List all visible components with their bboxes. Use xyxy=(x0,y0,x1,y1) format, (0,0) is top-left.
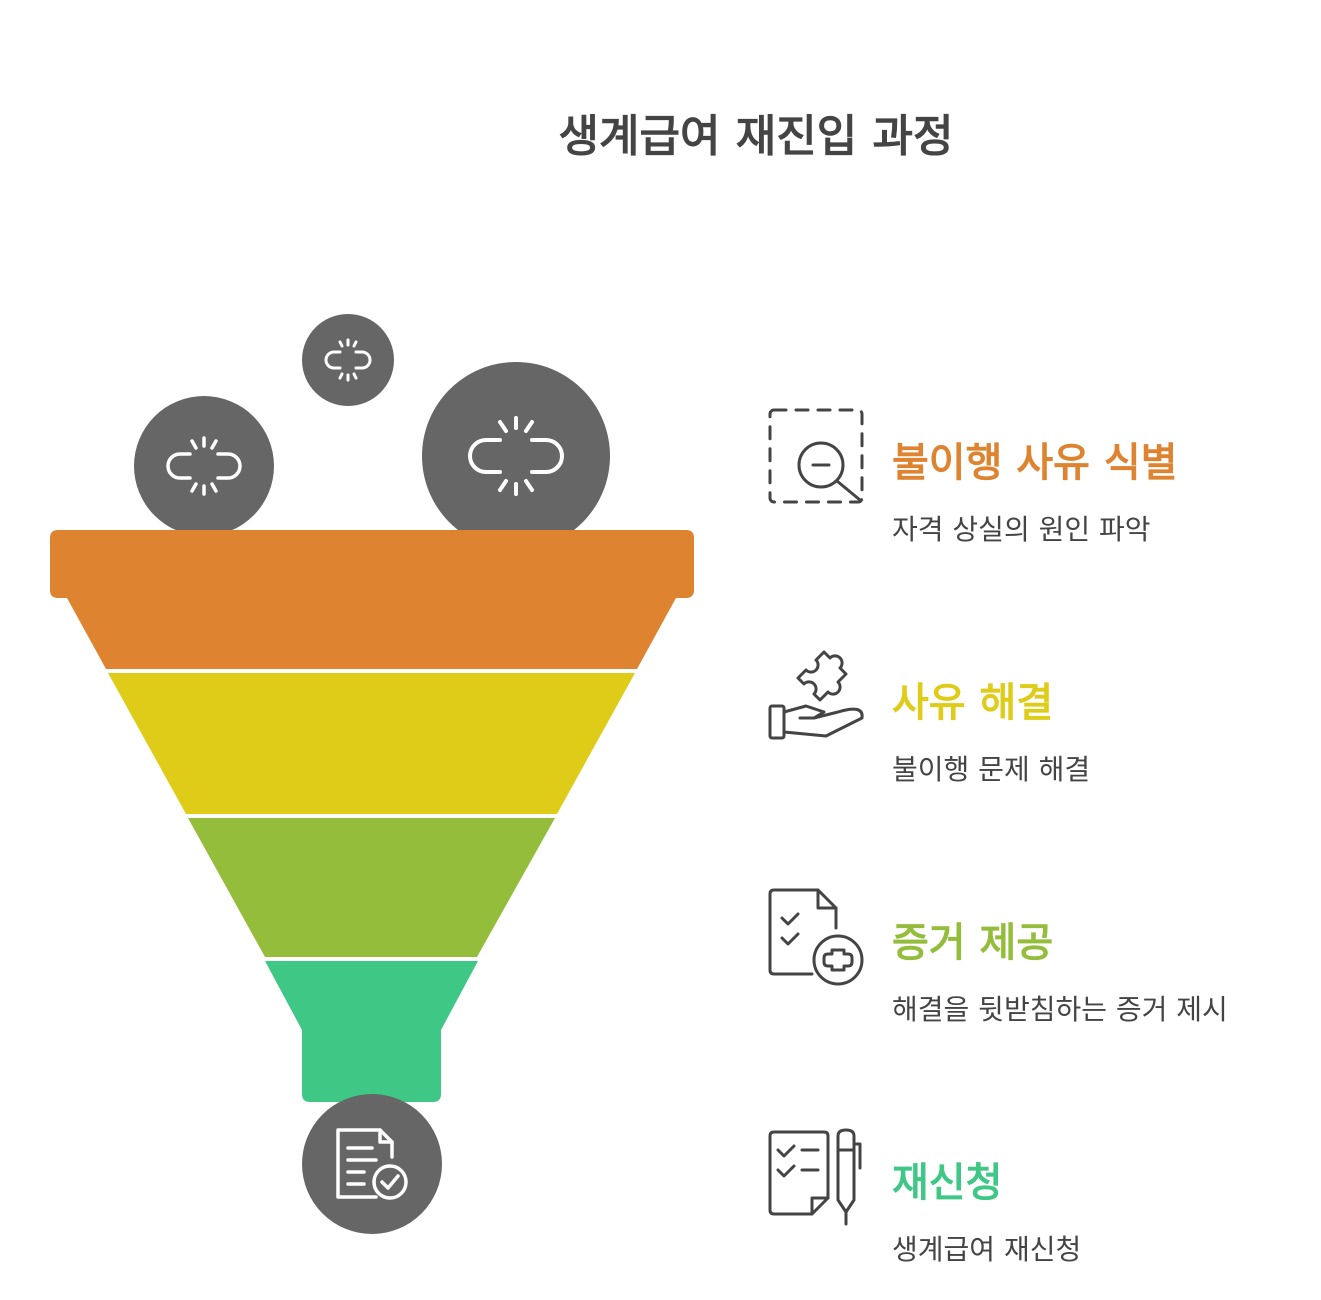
funnel-layer-4 xyxy=(265,961,478,1102)
broken-link-icon xyxy=(166,436,242,496)
input-circle-large xyxy=(422,362,610,550)
stage-1-title: 불이행 사유 식별 xyxy=(892,440,1178,486)
stage-2-description: 불이행 문제 해결 xyxy=(892,753,1091,786)
magnify-minus-icon xyxy=(768,408,864,504)
stage-4-title: 재신청 xyxy=(892,1160,1003,1206)
funnel-layer-2 xyxy=(108,673,635,814)
broken-link-icon xyxy=(324,338,372,382)
document-check-icon xyxy=(336,1128,408,1200)
checklist-pen-icon xyxy=(768,1128,862,1226)
input-circle-medium xyxy=(134,396,274,536)
stage-2-title: 사유 해결 xyxy=(892,680,1054,726)
hand-puzzle-icon xyxy=(768,650,864,740)
broken-link-icon xyxy=(468,416,564,496)
stage-3-title: 증거 제공 xyxy=(892,920,1054,966)
document-checklist-plus-icon xyxy=(768,888,864,986)
funnel-layer-1 xyxy=(50,530,694,669)
output-circle xyxy=(302,1094,442,1234)
input-circle-small xyxy=(302,314,394,406)
stage-3-description: 해결을 뒷받침하는 증거 제시 xyxy=(892,993,1228,1026)
stage-1-description: 자격 상실의 원인 파악 xyxy=(892,513,1151,546)
page-title: 생계급여 재진입 과정 xyxy=(558,111,954,162)
stage-4-description: 생계급여 재신청 xyxy=(892,1233,1082,1266)
funnel-layer-3 xyxy=(188,818,555,957)
